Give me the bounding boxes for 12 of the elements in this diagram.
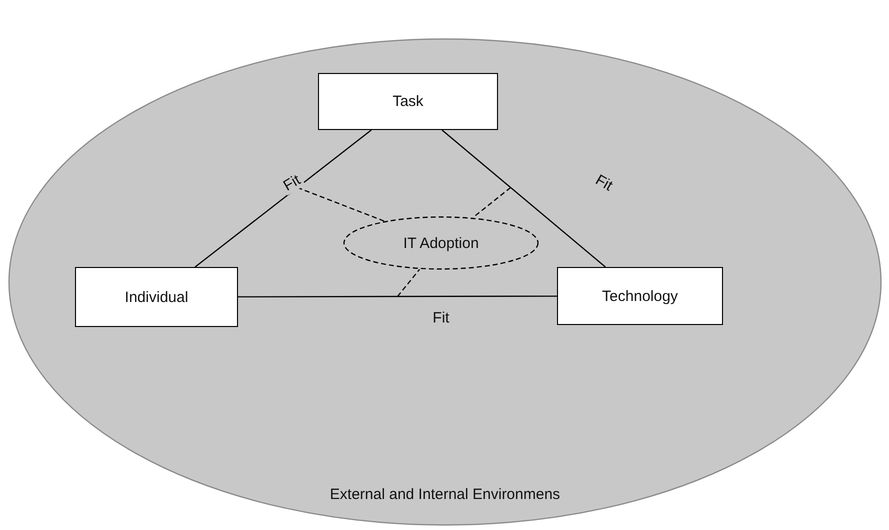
dashed-line bbox=[297, 186, 384, 222]
concept-box: Technology bbox=[557, 267, 723, 325]
dashed-line bbox=[472, 187, 511, 218]
connector-line bbox=[238, 296, 557, 298]
connector-line bbox=[194, 130, 372, 268]
environment-ellipse bbox=[8, 38, 882, 526]
dashed-ellipse: IT Adoption bbox=[343, 216, 539, 270]
connector-line bbox=[442, 130, 606, 268]
concept-box: Individual bbox=[75, 267, 238, 327]
ellipse-label: External and Internal Environmens bbox=[328, 486, 562, 503]
dashed-line bbox=[397, 268, 420, 297]
concept-box: Task bbox=[318, 73, 498, 130]
